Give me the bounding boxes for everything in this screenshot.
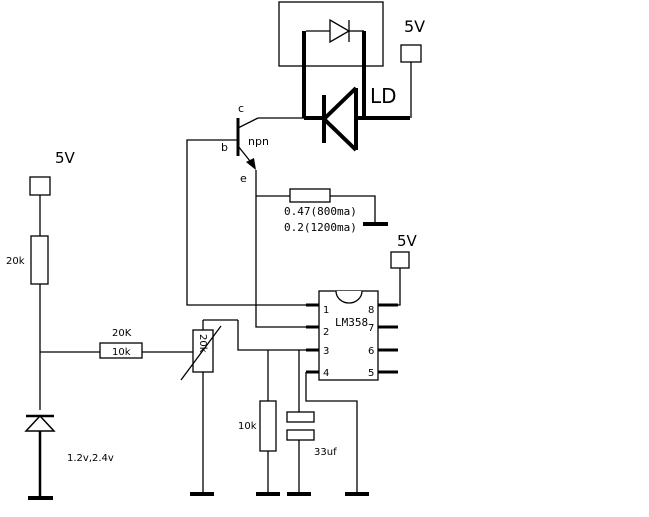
pot-label: 20k bbox=[197, 334, 208, 353]
cap-plate-bottom bbox=[286, 429, 315, 441]
pin4-label: 4 bbox=[323, 368, 329, 379]
pin-c-label: c bbox=[238, 102, 244, 115]
supply-label-top: 5V bbox=[404, 17, 425, 36]
pin-b-label: b bbox=[221, 141, 228, 154]
protection-diode bbox=[306, 18, 364, 44]
resistor-bottom-10k bbox=[259, 400, 277, 452]
supply-terminal-left bbox=[29, 176, 51, 196]
ic-name-label: LM358 bbox=[335, 316, 368, 329]
supply-terminal-top bbox=[400, 44, 422, 63]
wire-5v-pin8 bbox=[398, 268, 401, 306]
cap-plate-top bbox=[286, 411, 315, 423]
series-res-top-label: 20K bbox=[112, 328, 132, 339]
pin6-label: 6 bbox=[368, 346, 374, 357]
sense-res-label-2: 0.2(1200ma) bbox=[284, 221, 357, 234]
res-left-label: 20k bbox=[6, 256, 25, 267]
lm358-ic bbox=[318, 290, 379, 381]
wire-emitter-pin2 bbox=[255, 170, 314, 328]
res-bottom-label: 10k bbox=[238, 421, 257, 432]
laser-diode bbox=[302, 31, 410, 152]
wire-pin4-gnd bbox=[305, 372, 358, 494]
pin8-label: 8 bbox=[368, 305, 374, 316]
pin5-label: 5 bbox=[368, 368, 374, 379]
pin7-label: 7 bbox=[368, 323, 374, 334]
pin3-label: 3 bbox=[323, 346, 329, 357]
supply-terminal-right bbox=[390, 251, 410, 269]
pot-wiper-arrow bbox=[180, 325, 222, 381]
sense-resistor bbox=[289, 188, 331, 203]
resistor-left-20k bbox=[30, 235, 49, 285]
wire-wiper-pin3 bbox=[237, 320, 314, 351]
wire-sense-gnd bbox=[330, 195, 376, 224]
sense-res-label-1: 0.47(800ma) bbox=[284, 205, 357, 218]
cap-label: 33uf bbox=[314, 447, 337, 458]
series-resistor bbox=[99, 342, 143, 359]
wire-base-pin1 bbox=[186, 139, 314, 306]
reference-diode bbox=[24, 414, 56, 498]
supply-label-right: 5V bbox=[397, 232, 418, 250]
ld-label: LD bbox=[370, 84, 397, 108]
series-res-body-label: 10k bbox=[112, 347, 131, 358]
ic-notch bbox=[335, 290, 363, 304]
supply-label-left: 5V bbox=[55, 149, 76, 167]
transistor-type-label: npn bbox=[248, 135, 269, 148]
diode-voltage-label: 1.2v,2.4v bbox=[67, 453, 114, 464]
pin1-label: 1 bbox=[323, 305, 329, 316]
pin-e-label: e bbox=[240, 172, 247, 185]
pin2-label: 2 bbox=[323, 327, 329, 338]
npn-transistor bbox=[236, 117, 304, 170]
